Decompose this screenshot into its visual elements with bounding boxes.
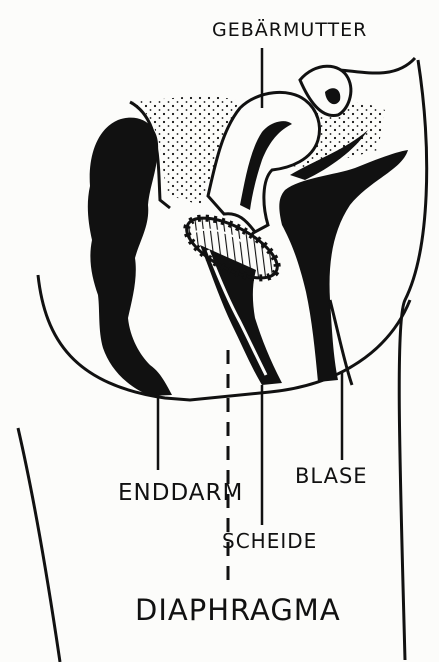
label-bladder: BLASE bbox=[295, 464, 368, 488]
abdominal-wall-line bbox=[340, 58, 415, 73]
label-rectum: ENDDARM bbox=[118, 480, 243, 506]
label-uterus: GEBÄRMUTTER bbox=[212, 18, 367, 41]
bladder-shape bbox=[279, 150, 408, 382]
label-vagina: SCHEIDE bbox=[222, 529, 317, 553]
body-outline-right bbox=[399, 60, 426, 660]
body-outline-left bbox=[18, 428, 60, 662]
label-diaphragm: DIAPHRAGMA bbox=[135, 593, 341, 627]
rectum-shape bbox=[88, 118, 172, 396]
